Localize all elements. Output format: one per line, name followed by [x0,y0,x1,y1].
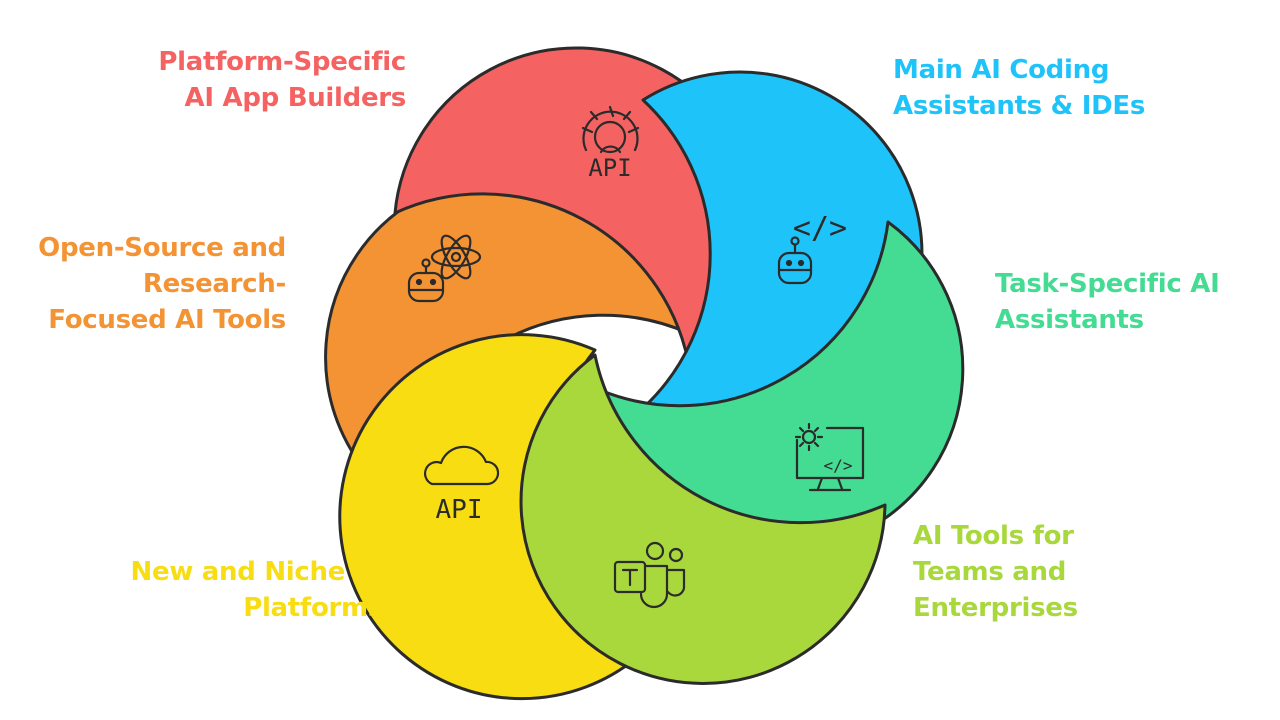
label-task-specific: Task-Specific AI Assistants [995,266,1245,338]
label-line: Assistants [995,305,1144,335]
label-main-coding: Main AI Coding Assistants & IDEs [893,52,1153,124]
label-line: Focused AI Tools [48,305,286,335]
label-line: Enterprises [913,593,1078,623]
label-platform-specific: Platform-Specific AI App Builders [150,44,406,116]
code-robot-icon: </> [777,211,847,285]
label-line: Main AI Coding [893,55,1110,85]
code-tag-text: </> [793,211,847,246]
label-teams-enterprises: AI Tools for Teams and Enterprises [913,518,1113,626]
cloud-api-icon: API [423,445,500,525]
api-cloud-text: API [436,495,483,525]
label-open-source: Open-Source and Research- Focused AI Too… [20,230,286,338]
atom-robot-icon [407,234,482,303]
label-line: AI App Builders [184,83,407,113]
label-line: Teams and [913,557,1067,587]
label-new-niche: New and Niche AI Platforms [115,554,384,626]
label-line: Assistants & IDEs [893,91,1146,121]
code-tag-small-text: </> [824,456,853,475]
api-text: API [588,154,631,182]
label-line: Open-Source and [38,233,286,263]
teams-icon [613,541,686,609]
label-line: New and Niche AI [130,557,384,587]
gear-api-icon: API [581,105,640,182]
label-line: Research- [142,269,286,299]
monitor-gear-code-icon: </> [794,422,865,492]
label-line: AI Tools for [913,521,1074,551]
label-line: Platforms [243,593,383,623]
label-line: Task-Specific AI [995,269,1220,299]
petal-teams-enterprises [519,353,887,685]
label-line: Platform-Specific [158,47,406,77]
